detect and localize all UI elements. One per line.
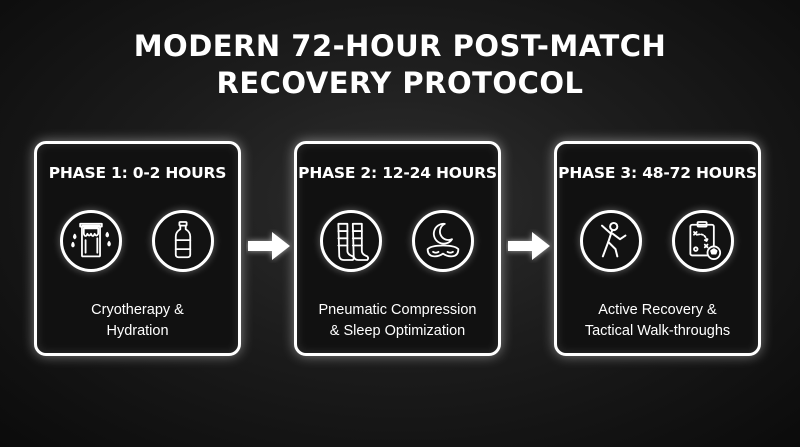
phase-3-heading: PHASE 3: 48-72 HOURS [558, 164, 757, 182]
phase-2-card: PHASE 2: 12-24 HOURS Pneumatic Compressi… [294, 141, 501, 356]
arrow-right-icon [508, 232, 550, 260]
page-title: MODERN 72-HOUR POST-MATCH RECOVERY PROTO… [0, 28, 800, 102]
phase-3-desc-line-2: Tactical Walk-throughs [584, 323, 731, 339]
phase-3-card: PHASE 3: 48-72 HOURS Active Recovery & T… [554, 141, 761, 356]
sleep-mask-icon [412, 210, 474, 272]
water-bottle-icon [152, 210, 214, 272]
arrow-right-icon [248, 232, 290, 260]
phase-1-desc-line-2: Hydration [106, 323, 169, 339]
title-line-1: MODERN 72-HOUR POST-MATCH [133, 29, 667, 63]
phase-3-desc-line-1: Active Recovery & [598, 302, 717, 318]
cryotherapy-chamber-icon [60, 210, 122, 272]
phase-1-card: PHASE 1: 0-2 HOURS Cryotherapy & Hydrati… [34, 141, 241, 356]
phase-1-description: Cryotherapy & Hydration [37, 300, 238, 342]
tactics-clipboard-icon [672, 210, 734, 272]
phase-1-desc-line-1: Cryotherapy & [91, 302, 184, 318]
phase-1-heading: PHASE 1: 0-2 HOURS [48, 164, 227, 182]
phase-2-desc-line-1: Pneumatic Compression [318, 302, 477, 318]
phase-2-heading: PHASE 2: 12-24 HOURS [298, 164, 497, 182]
phase-2-desc-line-2: & Sleep Optimization [329, 323, 466, 339]
phase-3-description: Active Recovery & Tactical Walk-throughs [557, 300, 758, 342]
title-line-2: RECOVERY PROTOCOL [216, 66, 584, 100]
compression-boots-icon [320, 210, 382, 272]
stretching-figure-icon [580, 210, 642, 272]
phase-2-description: Pneumatic Compression & Sleep Optimizati… [297, 300, 498, 342]
